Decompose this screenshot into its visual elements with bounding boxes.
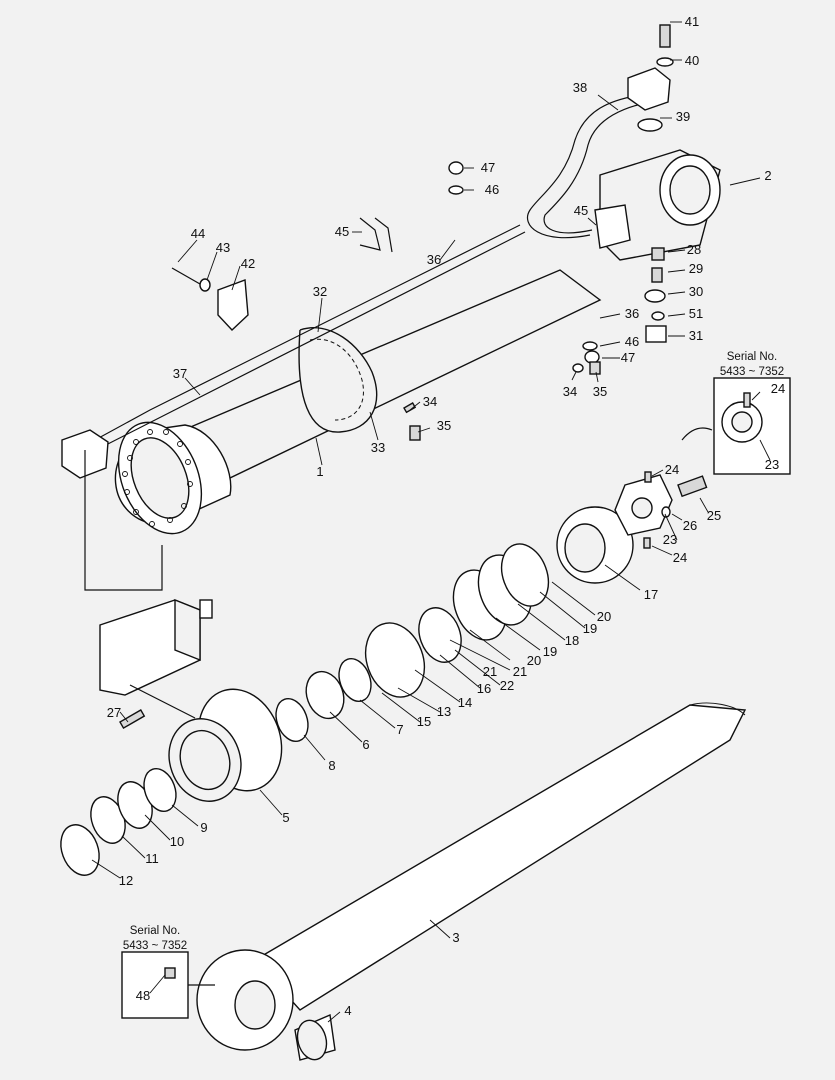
cylinder-tube bbox=[114, 149, 721, 535]
callout-2: 2 bbox=[764, 168, 771, 183]
callout-36: 36 bbox=[625, 306, 639, 321]
callout-47: 47 bbox=[621, 350, 635, 365]
callout-6: 6 bbox=[362, 737, 369, 752]
callout-20: 20 bbox=[527, 653, 541, 668]
callout-40: 40 bbox=[685, 53, 699, 68]
callout-8: 8 bbox=[328, 758, 335, 773]
callout-37: 37 bbox=[173, 366, 187, 381]
valve-block bbox=[84, 450, 213, 719]
callout-4: 4 bbox=[344, 1003, 351, 1018]
callout-24: 24 bbox=[771, 381, 785, 396]
callout-21: 21 bbox=[513, 664, 527, 679]
callout-39: 39 bbox=[676, 109, 690, 124]
callout-19: 19 bbox=[583, 621, 597, 636]
callout-15: 15 bbox=[417, 714, 431, 729]
callout-7: 7 bbox=[396, 722, 403, 737]
callout-14: 14 bbox=[458, 695, 472, 710]
callout-26: 26 bbox=[683, 518, 697, 533]
serial-box-range: 5433 ~ 7352 bbox=[720, 366, 784, 378]
callout-38: 38 bbox=[573, 80, 587, 95]
callout-47: 47 bbox=[481, 160, 495, 175]
serial-box-title: Serial No. bbox=[727, 351, 778, 363]
callout-35: 35 bbox=[593, 384, 607, 399]
callout-27: 27 bbox=[107, 705, 121, 720]
callout-9: 9 bbox=[200, 820, 207, 835]
callout-20: 20 bbox=[597, 609, 611, 624]
rod-cover bbox=[168, 688, 283, 802]
callout-34: 34 bbox=[563, 384, 577, 399]
callout-3: 3 bbox=[452, 930, 459, 945]
callout-24: 24 bbox=[673, 550, 687, 565]
callout-33: 33 bbox=[371, 440, 385, 455]
callout-35: 35 bbox=[437, 418, 451, 433]
leader-lines bbox=[91, 21, 771, 1023]
callout-13: 13 bbox=[437, 704, 451, 719]
seal-rings bbox=[60, 474, 708, 876]
callout-28: 28 bbox=[687, 242, 701, 257]
callout-45: 45 bbox=[574, 203, 588, 218]
callout-19: 19 bbox=[543, 644, 557, 659]
callout-45: 45 bbox=[335, 224, 349, 239]
callout-17: 17 bbox=[644, 587, 658, 602]
serial-box-title: Serial No. bbox=[130, 925, 181, 937]
callout-23: 23 bbox=[765, 457, 779, 472]
callout-51: 51 bbox=[689, 306, 703, 321]
callout-31: 31 bbox=[689, 328, 703, 343]
callout-44: 44 bbox=[191, 226, 205, 241]
serial-box-top: Serial No. 5433 ~ 7352 bbox=[681, 351, 791, 475]
callout-5: 5 bbox=[282, 810, 289, 825]
callout-10: 10 bbox=[170, 834, 184, 849]
callout-30: 30 bbox=[689, 284, 703, 299]
callout-48: 48 bbox=[136, 988, 150, 1003]
callout-1: 1 bbox=[316, 464, 323, 479]
callout-22: 22 bbox=[500, 678, 514, 693]
callout-46: 46 bbox=[625, 334, 639, 349]
callout-46: 46 bbox=[485, 182, 499, 197]
callout-32: 32 bbox=[313, 284, 327, 299]
callout-12: 12 bbox=[119, 873, 133, 888]
piston-rod bbox=[196, 702, 747, 1061]
callout-42: 42 bbox=[241, 256, 255, 271]
callout-43: 43 bbox=[216, 240, 230, 255]
callout-11: 11 bbox=[145, 851, 159, 866]
callout-23: 23 bbox=[663, 532, 677, 547]
small-parts bbox=[119, 24, 674, 730]
callout-29: 29 bbox=[689, 261, 703, 276]
callout-36: 36 bbox=[427, 252, 441, 267]
pipes bbox=[61, 67, 671, 479]
callout-labels: 41 40 38 39 2 47 46 45 45 36 28 29 30 51… bbox=[107, 14, 785, 1018]
callout-34: 34 bbox=[423, 394, 437, 409]
callout-41: 41 bbox=[685, 14, 699, 29]
callout-16: 16 bbox=[477, 681, 491, 696]
callout-21: 21 bbox=[483, 664, 497, 679]
callout-18: 18 bbox=[565, 633, 579, 648]
callout-25: 25 bbox=[707, 508, 721, 523]
serial-box-bottom: Serial No. 5433 ~ 7352 bbox=[121, 925, 215, 1019]
serial-box-range: 5433 ~ 7352 bbox=[123, 940, 187, 952]
callout-24: 24 bbox=[665, 462, 679, 477]
